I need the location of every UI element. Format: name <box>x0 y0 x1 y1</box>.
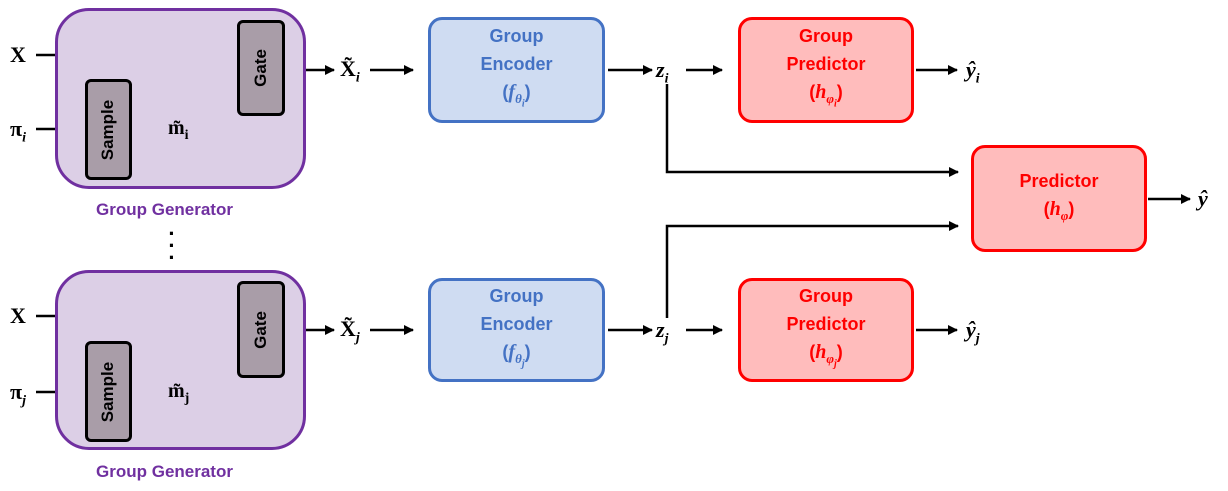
group-encoder-i: Group Encoder (fθi) <box>428 17 605 123</box>
predictor: Predictor (hφ) <box>971 145 1147 252</box>
gate-block-i: Gate <box>237 20 285 116</box>
gate-label: Gate <box>250 310 270 349</box>
latent-z-label-i: zi <box>656 57 669 87</box>
mask-label-i: m̃i <box>168 117 189 143</box>
input-x-label-j: X <box>10 303 26 328</box>
group-predictor-j: Group Predictor (hφj) <box>738 278 914 382</box>
encoder-function: (fθj) <box>502 340 531 370</box>
group-predictor-line1: Group <box>799 285 853 306</box>
group-encoder-j: Group Encoder (fθj) <box>428 278 605 382</box>
latent-z-label-j: zj <box>656 317 669 347</box>
generator-caption-i: Group Generator <box>96 200 233 219</box>
encoder-line1: Group <box>489 285 544 306</box>
group-predictor-line1: Group <box>799 25 853 46</box>
final-output-yhat-label: ŷ <box>1198 186 1208 211</box>
sample-block-i: Sample <box>85 79 132 180</box>
group-predictor-function: (hφj) <box>809 340 843 370</box>
group-predictor-line2: Predictor <box>786 53 866 74</box>
sample-label: Sample <box>98 99 118 160</box>
input-pi-label-i: πi <box>10 116 26 146</box>
arrow-z-i-to-predictor <box>665 84 959 177</box>
output-yhat-label-i: ŷi <box>966 57 980 87</box>
generator-caption-j: Group Generator <box>96 462 233 481</box>
masked-x-label-j: X̃j <box>340 316 360 346</box>
masked-x-label-i: X̃i <box>340 56 360 86</box>
group-predictor-function: (hφi) <box>809 80 843 110</box>
ellipsis-vertical: ··· <box>168 221 176 270</box>
output-yhat-label-j: ŷj <box>966 317 980 347</box>
encoder-function: (fθi) <box>502 80 531 110</box>
sample-block-j: Sample <box>85 341 132 442</box>
encoder-line2: Encoder <box>480 313 553 334</box>
gate-label: Gate <box>250 49 270 87</box>
group-predictor-i: Group Predictor (hφi) <box>738 17 914 123</box>
gate-block-j: Gate <box>237 281 285 378</box>
input-x-label-i: X <box>10 42 26 67</box>
predictor-line1: Predictor <box>1019 171 1099 191</box>
input-pi-label-j: πj <box>10 379 26 409</box>
group-predictor-line2: Predictor <box>786 313 866 334</box>
encoder-line1: Group <box>489 25 544 46</box>
mask-label-j: m̃j <box>168 380 190 406</box>
arrow-z-j-to-predictor <box>665 221 959 318</box>
encoder-line2: Encoder <box>480 53 553 74</box>
predictor-function: (hφ) <box>1043 198 1075 223</box>
sample-label: Sample <box>98 361 118 422</box>
